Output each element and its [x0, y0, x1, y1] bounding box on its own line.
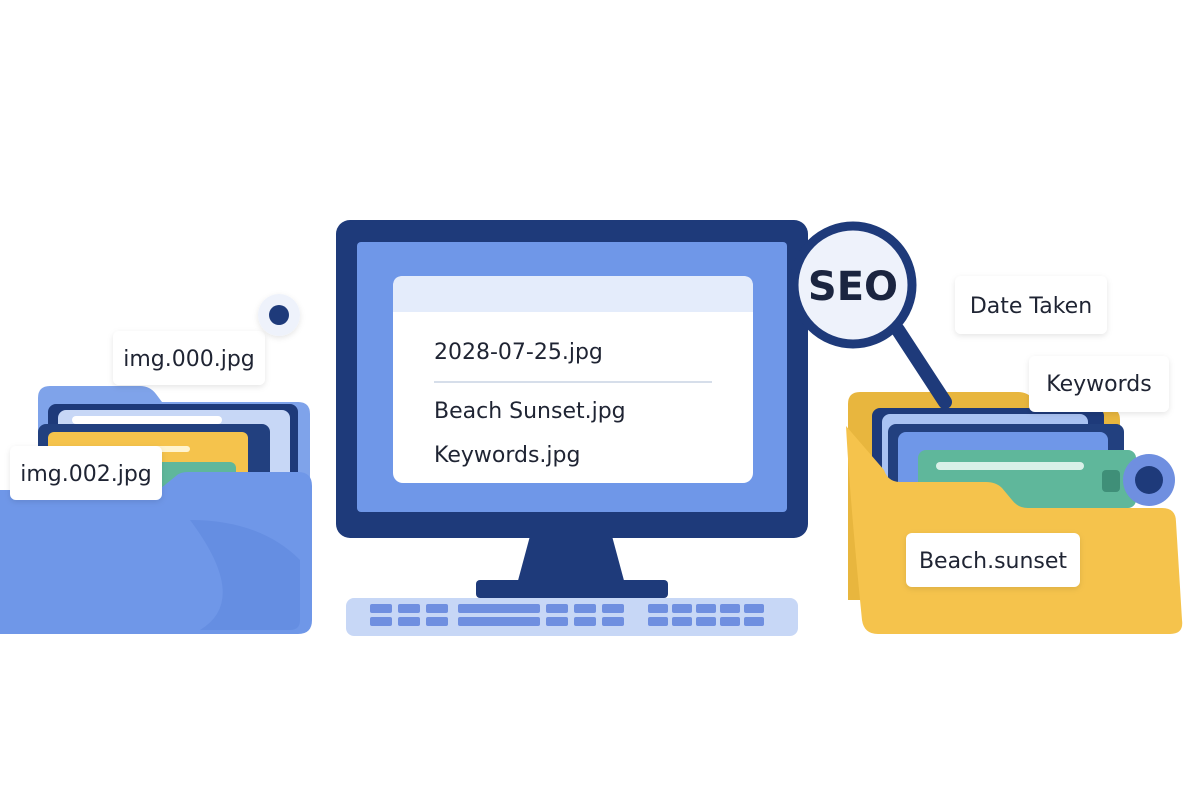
left-folder-sheet-white-line	[72, 416, 222, 424]
left-folder: img.000.jpg img.002.jpg	[0, 294, 312, 634]
magnifier-ring	[789, 221, 917, 349]
keyboard-keys	[370, 604, 764, 626]
left-dot-icon	[269, 305, 289, 325]
file-window-titlebar	[393, 276, 753, 312]
right-tag-front	[906, 533, 1080, 587]
left-tag-top	[113, 331, 265, 385]
monitor-neck	[516, 536, 626, 588]
right-tag-date	[955, 276, 1107, 334]
file-window	[393, 276, 753, 483]
file-item-2: Beach Sunset.jpg	[434, 399, 626, 424]
monitor: 2028-07-25.jpg Beach Sunset.jpg Keywords…	[336, 220, 808, 598]
right-folder-sheet-green-line	[936, 462, 1084, 470]
left-folder-front-shade	[190, 520, 300, 630]
monitor-base	[476, 580, 668, 598]
left-tag-front	[10, 446, 162, 500]
magnifier: SEO	[789, 221, 952, 409]
right-folder-sheet-green-dark	[1102, 470, 1120, 492]
lens-inner	[1135, 466, 1163, 494]
magnifier-label: SEO	[808, 264, 898, 310]
left-tag-top-text: img.000.jpg	[123, 347, 255, 372]
file-item-3: Keywords.jpg	[434, 443, 580, 468]
right-folder: Beach.sunset	[846, 392, 1183, 634]
right-tag-date-text: Date Taken	[970, 294, 1092, 319]
magnifier-handle	[891, 323, 952, 409]
left-tag-front-text: img.002.jpg	[20, 462, 152, 487]
file-item-1: 2028-07-25.jpg	[434, 340, 603, 365]
right-tag-front-text: Beach.sunset	[919, 549, 1067, 574]
right-tag-keywords	[1029, 356, 1169, 412]
right-tag-keywords-text: Keywords	[1046, 372, 1151, 397]
keyboard	[346, 598, 798, 636]
